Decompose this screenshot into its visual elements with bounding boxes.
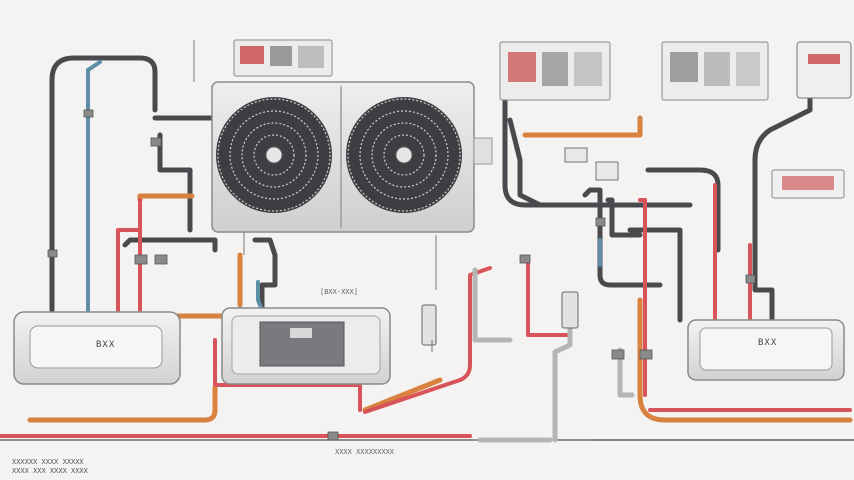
wall-panel-right-box — [796, 41, 852, 99]
wall-sensor — [421, 291, 579, 346]
fan-right — [346, 97, 462, 213]
wall-panel-top-center — [233, 39, 333, 77]
grey-pipes — [472, 267, 635, 443]
pipe-fittings — [47, 109, 756, 441]
fan-left — [216, 97, 332, 213]
left-tank-unit — [13, 311, 181, 385]
warm-pipes — [27, 115, 853, 423]
wall-panel-right-small — [771, 169, 845, 199]
thin-conduits — [193, 40, 437, 352]
center-controller-unit — [221, 307, 391, 385]
cold-pipes — [86, 60, 602, 314]
right-tank-unit — [687, 319, 845, 381]
condenser-fan-unit — [211, 81, 493, 233]
wall-panel-top-right-2 — [661, 41, 769, 101]
wall-panel-top-right-1 — [499, 41, 611, 101]
